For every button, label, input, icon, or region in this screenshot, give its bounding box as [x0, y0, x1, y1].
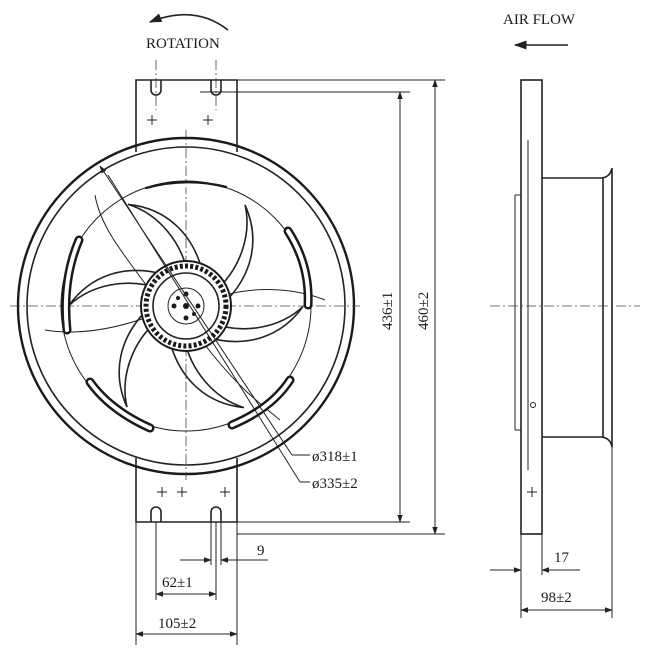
top-mount-slot-right [210, 80, 222, 96]
rotation-label: ROTATION [146, 36, 220, 52]
top-mount-slot-left [150, 80, 162, 96]
side-dimensions [490, 447, 613, 618]
motor-hub [140, 260, 232, 352]
slot-width-label: 9 [257, 543, 265, 559]
bottom-mount-slot-right [210, 506, 222, 522]
dia-outer-label: ø335±2 [312, 476, 358, 492]
bottom-dimensions [135, 522, 268, 645]
dia-inner-label: ø318±1 [312, 449, 358, 465]
hole-spacing-label: 62±1 [162, 575, 193, 591]
depth-label: 98±2 [541, 590, 572, 606]
air-flow-label: AIR FLOW [503, 12, 576, 28]
housing-inner-ring [26, 146, 346, 466]
height-dimensions [200, 79, 445, 535]
side-shroud [542, 167, 613, 448]
front-view: ø318±1 ø335±2 ROTATION 436±1 460±2 [10, 13, 445, 645]
flange-thickness-label: 17 [554, 550, 570, 566]
height-outer-label: 460±2 [416, 292, 432, 330]
housing-slots [61, 181, 313, 433]
bracket-width-label: 105±2 [158, 616, 196, 632]
side-view: AIR FLOW 17 98±2 [490, 12, 640, 618]
mounting-bracket [135, 60, 238, 600]
rotation-arrow-icon [148, 13, 229, 31]
height-inner-label: 436±1 [380, 292, 396, 330]
side-flange-plate [520, 79, 543, 535]
bracket-hole-marks [147, 115, 230, 497]
bottom-mount-slot-left [150, 506, 162, 522]
